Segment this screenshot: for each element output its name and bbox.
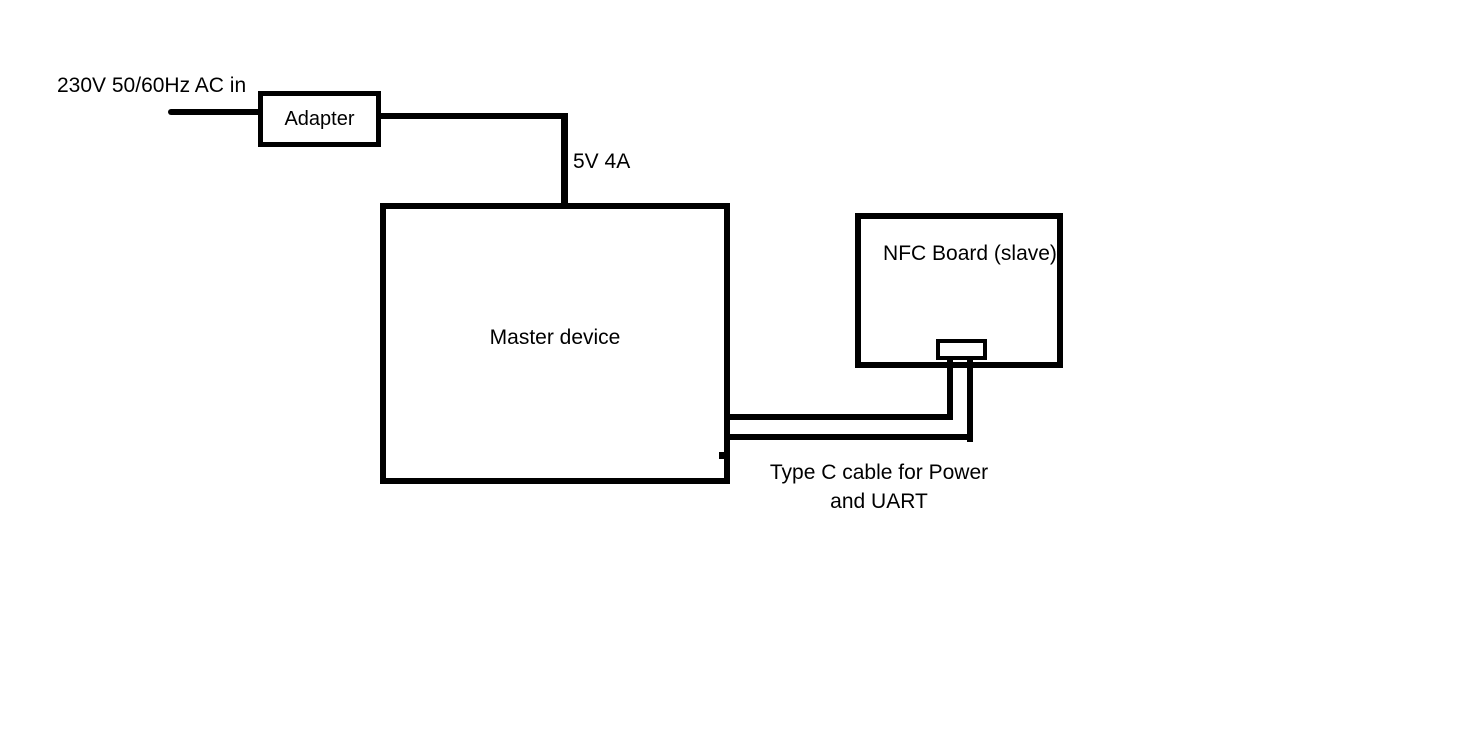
adapter-label: Adapter xyxy=(284,108,355,130)
cable-caption-line1: Type C cable for Power xyxy=(769,461,989,484)
adapter-box: Adapter xyxy=(258,91,381,147)
adapter-output-wire-horizontal xyxy=(379,113,568,119)
stray-ink-mark xyxy=(719,452,728,459)
type-c-connector-box xyxy=(936,339,987,360)
master-device-label: Master device xyxy=(489,326,621,349)
ac-input-wire xyxy=(168,109,262,115)
cable-wire-left-vertical xyxy=(947,358,953,420)
master-device-box: Master device xyxy=(380,203,730,484)
ac-input-label: 230V 50/60Hz AC in xyxy=(57,74,247,97)
cable-caption-line2: and UART xyxy=(830,490,928,513)
power-rating-label: 5V 4A xyxy=(573,150,631,173)
nfc-board-label: NFC Board (slave) xyxy=(883,242,1057,265)
cable-caption: Type C cable for Power and UART xyxy=(740,458,1018,516)
adapter-output-wire-vertical xyxy=(561,113,568,205)
nfc-board-box: NFC Board (slave) xyxy=(855,213,1063,368)
cable-wire-bottom-horizontal xyxy=(724,434,973,440)
cable-wire-top-horizontal xyxy=(724,414,953,420)
cable-wire-right-vertical xyxy=(967,358,973,442)
